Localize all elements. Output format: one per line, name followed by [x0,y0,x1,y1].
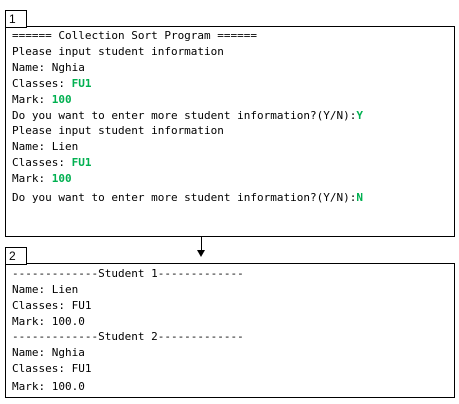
console-line: Classes: FU1 [12,299,92,312]
input-value: Y [356,109,363,122]
console-line: Do you want to enter more student inform… [12,109,363,122]
console-line: Do you want to enter more student inform… [12,191,363,204]
input-value: FU1 [71,77,92,90]
console-line: -------------Student 2------------- [12,330,244,343]
console-line: ====== Collection Sort Program ====== [12,29,258,42]
console-line: -------------Student 1------------- [12,267,244,280]
step-label-2: 2 [5,247,27,265]
console-line: Name: Lien [12,140,79,153]
console-line: Classes: FU1 [12,362,92,375]
console-line: Name: Nghia [12,61,85,74]
input-value: 100 [51,93,72,106]
console-line: Name: Nghia [12,346,85,359]
console-line: Classes: FU1 [12,77,92,90]
input-value: N [356,191,363,204]
input-value: 100 [51,172,72,185]
console-line: Please input student information [12,124,224,137]
console-line: Please input student information [12,45,224,58]
console-output-panel-2: -------------Student 1------------- Name… [5,263,455,398]
console-line: Mark: 100.0 [12,380,85,393]
step-label-1: 1 [5,10,27,28]
console-line: Classes: FU1 [12,156,92,169]
console-line: Mark: 100.0 [12,315,85,328]
flow-arrow [201,237,202,251]
arrow-down-icon [197,250,205,257]
console-output-panel-1: ====== Collection Sort Program ====== Pl… [5,26,455,237]
console-line: Mark: 100 [12,93,72,106]
input-value: FU1 [71,156,92,169]
console-line: Name: Lien [12,283,79,296]
console-line: Mark: 100 [12,172,72,185]
